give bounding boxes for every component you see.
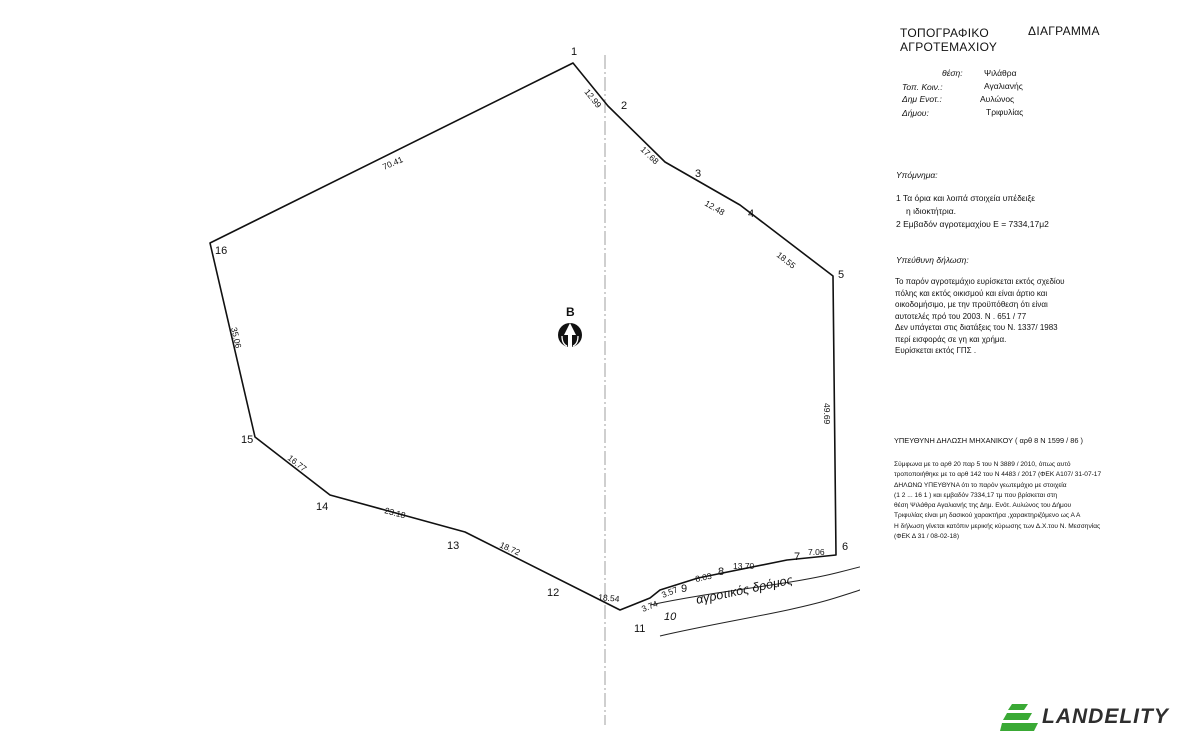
edge-length: 12.99 <box>582 87 603 110</box>
vertex-label: 8 <box>718 566 724 578</box>
declaration-line: Το παρόν αγροτεμάχιο ευρίσκεται εκτός σχ… <box>895 277 1065 286</box>
landelity-logo-icon <box>1000 704 1038 731</box>
legend-line: η ιδιοκτήτρια. <box>906 206 957 216</box>
edge-length: 17.68 <box>639 144 661 166</box>
engineer-line: Η δήλωση γίνεται κατόπιν μερικής κύρωσης… <box>894 522 1101 530</box>
engineer-line: Τριφυλίας είναι μη δασικού χαρακτήρα ,χα… <box>894 512 1081 520</box>
declaration-line: Ευρίσκεται εκτός ΓΠΣ . <box>895 346 977 355</box>
info-panel: ΤΟΠΟΓΡΑΦΙΚΟ ΔΙΑΓΡΑΜΜΑ ΑΓΡΟΤΕΜΑΧΙΟΥ θέση:… <box>880 0 1190 741</box>
edge-length: 18.54 <box>598 592 620 604</box>
road-edge-upper <box>649 566 860 606</box>
engineer-line: ΔΗΛΩΝΩ ΥΠΕΥΘΥΝΑ ότι το παρόν γεωτεμάχιο … <box>894 481 1067 489</box>
legend-heading: Υπόμνημα: <box>896 170 938 180</box>
vertex-label: 15 <box>241 434 253 446</box>
location-value: Αυλώνος <box>980 94 1015 104</box>
declaration-line: πόλης και εκτός οικισμού και είναι άρτιο… <box>895 288 1048 298</box>
road-edge-lower <box>659 589 860 637</box>
vertex-label: 5 <box>838 269 844 281</box>
vertex-label: 7 <box>794 551 800 563</box>
engineer-heading: ΥΠΕΥΘΥΝΗ ΔΗΛΩΣΗ ΜΗΧΑΝΙΚΟΥ ( αρθ 8 Ν 1599… <box>894 436 1084 445</box>
north-label: Β <box>566 305 575 319</box>
engineer-text: Σύμφωνα με το αρθ 20 παρ 5 του Ν 3889 / … <box>894 460 1101 542</box>
declaration-line: οικοδομήσιμο, με την προϋπόθεση ότι είνα… <box>895 300 1048 309</box>
north-arrow-icon <box>558 323 582 347</box>
brand-name: LANDELITY <box>1042 705 1169 728</box>
vertex-label: 1 <box>571 46 577 58</box>
edge-length: 23.18 <box>383 505 406 520</box>
location-value: Τριφυλίας <box>986 107 1024 117</box>
title-right: ΔΙΑΓΡΑΜΜΑ <box>1028 24 1100 38</box>
declaration-line: αυτοτελές πρό του 2003. Ν . 651 / 77 <box>895 311 1027 321</box>
location-label: Τοπ. Κοιν.: <box>902 82 943 92</box>
declaration-line: περί εισφοράς σε γη και χρήμα. <box>895 334 1007 344</box>
declaration-text: Το παρόν αγροτεμάχιο ευρίσκεται εκτός σχ… <box>895 276 1065 357</box>
vertex-label: 12 <box>547 587 559 599</box>
vertex-label: 6 <box>842 541 848 553</box>
title-left: ΤΟΠΟΓΡΑΦΙΚΟ <box>900 26 990 40</box>
engineer-line: (ΦΕΚ Δ 31 / 08-02-18) <box>894 533 960 541</box>
edge-length: 13.70 <box>733 561 755 571</box>
vertex-label: 3 <box>695 168 701 180</box>
legend-line: 2 Εμβαδόν αγροτεμαχίου Ε = 7334,17μ2 <box>896 219 1049 229</box>
vertex-label: 11 <box>634 623 645 635</box>
parcel-boundary <box>209 62 837 611</box>
engineer-line: (1 2 ... 16 1 ) και εμβαδόν 7334,17 τμ π… <box>894 491 1058 499</box>
location-label: Δήμου: <box>902 108 929 118</box>
location-value: Ψιλάθρα <box>984 68 1017 78</box>
vertex-label: 16 <box>215 245 227 257</box>
engineer-line: τροποποιήθηκε με το αρθ 142 του Ν 4483 /… <box>894 471 1102 479</box>
edge-length: 8.03 <box>694 571 713 584</box>
parcel-diagram: αγροτικός δρόμος 1 2 3 4 5 6 7 8 9 10 11… <box>209 46 860 725</box>
location-label: θέση: <box>942 68 963 78</box>
vertex-label: 13 <box>447 540 459 552</box>
declaration-heading: Υπεύθυνη δήλωση: <box>896 255 969 265</box>
engineer-line: θέση Ψιλάθρα Αγαλιανής της Δημ. Ενότ. Αυ… <box>894 502 1072 510</box>
vertex-label: 14 <box>316 501 328 513</box>
subtitle: ΑΓΡΟΤΕΜΑΧΙΟΥ <box>900 40 998 54</box>
edge-length: 18.55 <box>775 250 798 271</box>
edge-length: 12.48 <box>703 198 727 217</box>
location-value: Αγαλιανής <box>984 81 1023 91</box>
vertex-label: 4 <box>748 208 754 220</box>
vertex-label: 9 <box>681 583 687 595</box>
engineer-line: Σύμφωνα με το αρθ 20 παρ 5 του Ν 3889 / … <box>894 461 1071 468</box>
declaration-line: Δεν υπάγεται στις διατάξεις του Ν. 1337/… <box>895 323 1058 332</box>
vertex-label: 2 <box>621 100 627 112</box>
edge-length: 3.57 <box>660 584 679 600</box>
edge-length: 7.06 <box>808 547 825 557</box>
vertex-label: 10 <box>664 611 677 623</box>
location-label: Δημ Ενοτ.: <box>902 94 942 104</box>
edge-length: 49.69 <box>822 403 832 425</box>
edge-length: 35.06 <box>229 326 244 349</box>
legend-line: 1 Τα όρια και λοιπά στοιχεία υπέδειξε <box>896 193 1036 203</box>
